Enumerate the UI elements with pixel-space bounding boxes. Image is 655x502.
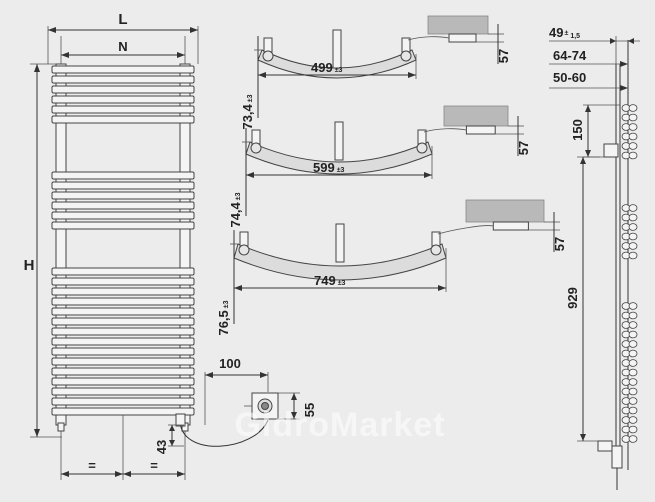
- label-43: 43: [154, 440, 169, 454]
- label-n: N: [118, 39, 127, 54]
- heating-tubes: [51, 65, 195, 416]
- heating-tube: [51, 191, 195, 200]
- top-views: 57 499±3 73,4±3 57 599±3 74,4±3 57 749±3 76,5±3: [216, 15, 567, 336]
- heating-tube: [51, 181, 195, 190]
- heating-tube: [51, 75, 195, 84]
- label-l: L: [118, 11, 127, 28]
- side-bracket: [603, 143, 619, 158]
- heating-tube: [51, 407, 195, 416]
- top-view-1: 57 499±3 73,4±3: [240, 15, 511, 130]
- label-100: 100: [219, 356, 241, 371]
- wall-section: [465, 199, 545, 223]
- heating-tube: [51, 367, 195, 376]
- label-64-74: 64-74: [553, 48, 587, 63]
- wall-section: [427, 15, 489, 35]
- wall-bracket: [448, 33, 477, 43]
- heating-tube: [51, 397, 195, 406]
- wall-bracket: [492, 221, 529, 231]
- label-49: 49±1,5: [549, 25, 580, 40]
- side-tube-profiles: [621, 104, 638, 443]
- watermark: GidroMarket: [234, 406, 445, 444]
- label-929: 929: [565, 287, 580, 309]
- label-depth: 76,5±3: [216, 300, 231, 335]
- heating-tube: [51, 267, 195, 276]
- heating-tube: [51, 211, 195, 220]
- heating-tube: [51, 65, 195, 74]
- heating-tube: [51, 307, 195, 316]
- label-57: 57: [552, 237, 567, 251]
- heating-tube: [51, 105, 195, 114]
- heating-tube: [51, 277, 195, 286]
- top-view-2: 57 599±3 74,4±3: [228, 105, 531, 228]
- label-equal-left: =: [88, 458, 96, 473]
- front-view: L N H = =: [24, 11, 199, 480]
- collector-post-mid: [335, 223, 345, 263]
- collector-post-left: [239, 231, 249, 247]
- heating-tube: [51, 201, 195, 210]
- heating-tube: [51, 337, 195, 346]
- connection-detail: 100 55 43: [154, 356, 317, 454]
- collector-post-mid: [332, 29, 342, 69]
- heating-tube: [51, 297, 195, 306]
- heating-tube: [51, 377, 195, 386]
- collector-post-left: [263, 37, 273, 53]
- label-150: 150: [570, 119, 585, 141]
- label-depth: 73,4±3: [240, 94, 255, 129]
- heating-tube: [51, 171, 195, 180]
- heating-tube: [51, 221, 195, 230]
- heater-element: [597, 440, 613, 452]
- wall-bracket: [465, 125, 496, 135]
- label-55: 55: [302, 403, 317, 417]
- label-57: 57: [496, 49, 511, 63]
- heating-tube: [51, 387, 195, 396]
- heating-tube: [51, 327, 195, 336]
- label-width: 599±3: [313, 160, 345, 175]
- power-cable: [179, 419, 269, 447]
- top-view-3: 57 749±3 76,5±3: [216, 199, 567, 336]
- label-h: H: [24, 257, 35, 274]
- heating-tube: [51, 317, 195, 326]
- heating-tube: [51, 287, 195, 296]
- heating-tube: [51, 85, 195, 94]
- label-depth: 74,4±3: [228, 192, 243, 227]
- heating-tube: [51, 115, 195, 124]
- label-50-60: 50-60: [553, 70, 586, 85]
- heating-tube: [51, 95, 195, 104]
- label-equal-right: =: [150, 458, 158, 473]
- heating-tube: [51, 347, 195, 356]
- label-57: 57: [516, 141, 531, 155]
- wall-section: [443, 105, 509, 127]
- left-valve: [57, 422, 65, 432]
- collector-post-mid: [334, 121, 344, 161]
- collector-post-left: [251, 129, 261, 145]
- label-width: 499±3: [311, 60, 343, 75]
- heating-tube: [51, 357, 195, 366]
- label-width: 749±3: [314, 273, 346, 288]
- side-view: 49±1,5 64-74 50-60 150 929: [549, 25, 640, 490]
